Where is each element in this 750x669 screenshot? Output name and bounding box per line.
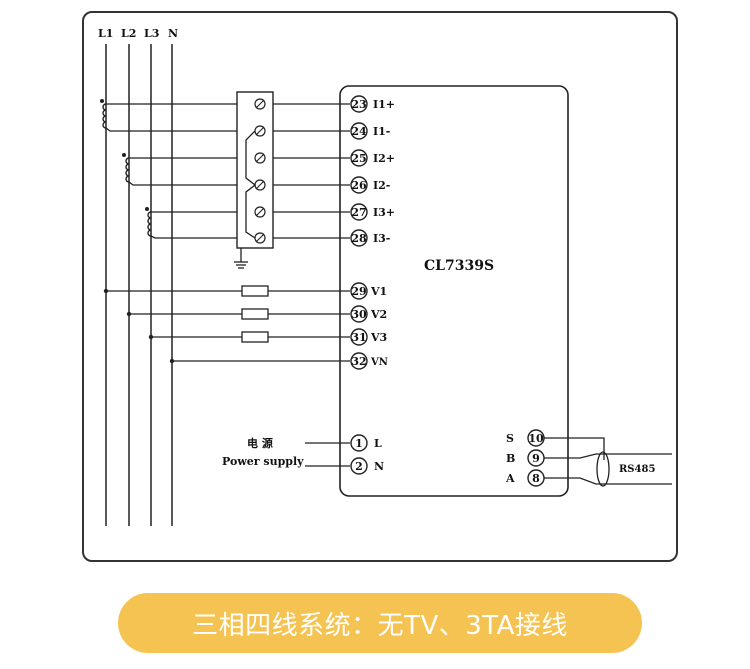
wire-i1-minus — [105, 127, 350, 132]
wiring-diagram: L1 L2 L3 N CL7339S — [98, 27, 672, 526]
wire-i3-minus — [150, 235, 350, 239]
ground-icon — [234, 248, 248, 269]
ct3-coil — [147, 211, 152, 237]
caption-text: 三相四线系统：无TV、3TA接线 — [192, 610, 568, 641]
svg-text:10: 10 — [528, 432, 544, 445]
terminal-30: 30 V2 — [350, 305, 387, 323]
svg-text:23: 23 — [351, 98, 366, 111]
ct1-coil — [102, 103, 107, 129]
junction-dot — [103, 288, 109, 294]
terminal-9: B 9 — [506, 449, 545, 467]
svg-text:B: B — [506, 452, 515, 465]
junction-dot — [126, 311, 132, 317]
ct1-dot — [100, 99, 104, 103]
wire-a — [544, 477, 672, 485]
svg-text:I3+: I3+ — [373, 206, 395, 219]
ct3-dot — [145, 207, 149, 211]
svg-text:I2-: I2- — [373, 179, 390, 192]
line-label-l2: L2 — [121, 27, 136, 40]
svg-text:VN: VN — [370, 357, 388, 368]
svg-text:30: 30 — [351, 308, 367, 321]
diagram-frame — [82, 11, 678, 562]
wire-b — [544, 453, 672, 459]
ct2-dot — [122, 153, 126, 157]
terminal-29: 29 V1 — [350, 282, 387, 300]
cable-shield — [596, 451, 610, 487]
terminal-8: A 8 — [505, 469, 545, 487]
svg-text:I2+: I2+ — [373, 152, 395, 165]
svg-text:9: 9 — [532, 452, 540, 465]
terminal-1: 1 L — [350, 434, 382, 452]
terminal-27: 27 I3+ — [350, 203, 395, 221]
svg-text:31: 31 — [351, 331, 366, 344]
power-label-cn: 电 源 — [247, 436, 273, 450]
svg-text:I1+: I1+ — [373, 98, 395, 111]
svg-text:1: 1 — [355, 437, 363, 450]
svg-text:V3: V3 — [370, 331, 387, 344]
terminal-24: 24 I1- — [350, 122, 390, 140]
power-label-en: Power supply — [222, 455, 304, 468]
rs485-label: RS485 — [619, 464, 655, 475]
svg-text:V2: V2 — [370, 308, 387, 321]
svg-text:2: 2 — [355, 460, 363, 473]
wire-shield — [544, 437, 605, 460]
ct2-coil — [125, 157, 130, 183]
svg-text:27: 27 — [351, 206, 366, 219]
terminal-25: 25 I2+ — [350, 149, 395, 167]
fuse-v3 — [241, 331, 269, 343]
device-model: CL7339S — [424, 258, 494, 274]
terminal-28: 28 I3- — [350, 229, 390, 247]
svg-text:25: 25 — [351, 152, 366, 165]
svg-text:A: A — [505, 472, 515, 485]
svg-text:8: 8 — [532, 472, 540, 485]
svg-text:S: S — [506, 432, 514, 445]
line-label-l3: L3 — [144, 27, 159, 40]
terminal-23: 23 I1+ — [350, 95, 395, 113]
svg-text:29: 29 — [351, 285, 366, 298]
shorting-terminal-block — [236, 91, 274, 249]
svg-text:V1: V1 — [370, 285, 387, 298]
line-label-l1: L1 — [98, 27, 113, 40]
svg-text:26: 26 — [351, 179, 367, 192]
svg-text:I1-: I1- — [373, 125, 390, 138]
terminal-10: S 10 — [506, 429, 545, 447]
junction-dot — [148, 334, 154, 340]
svg-text:28: 28 — [351, 232, 367, 245]
fuse-v1 — [241, 285, 269, 297]
line-label-n: N — [168, 27, 178, 40]
svg-text:32: 32 — [351, 355, 366, 368]
caption-banner: 三相四线系统：无TV、3TA接线 — [118, 593, 642, 653]
wire-i2-minus — [128, 181, 350, 186]
fuse-v2 — [241, 308, 269, 320]
svg-text:24: 24 — [351, 125, 367, 138]
terminal-26: 26 I2- — [350, 176, 390, 194]
common-return-bar — [245, 130, 257, 239]
terminal-32: 32 VN — [350, 352, 388, 370]
svg-text:N: N — [374, 460, 384, 473]
svg-text:I3-: I3- — [373, 232, 390, 245]
terminal-2: 2 N — [350, 457, 384, 475]
terminal-31: 31 V3 — [350, 328, 387, 346]
junction-dot — [169, 358, 175, 364]
svg-text:L: L — [374, 437, 382, 450]
